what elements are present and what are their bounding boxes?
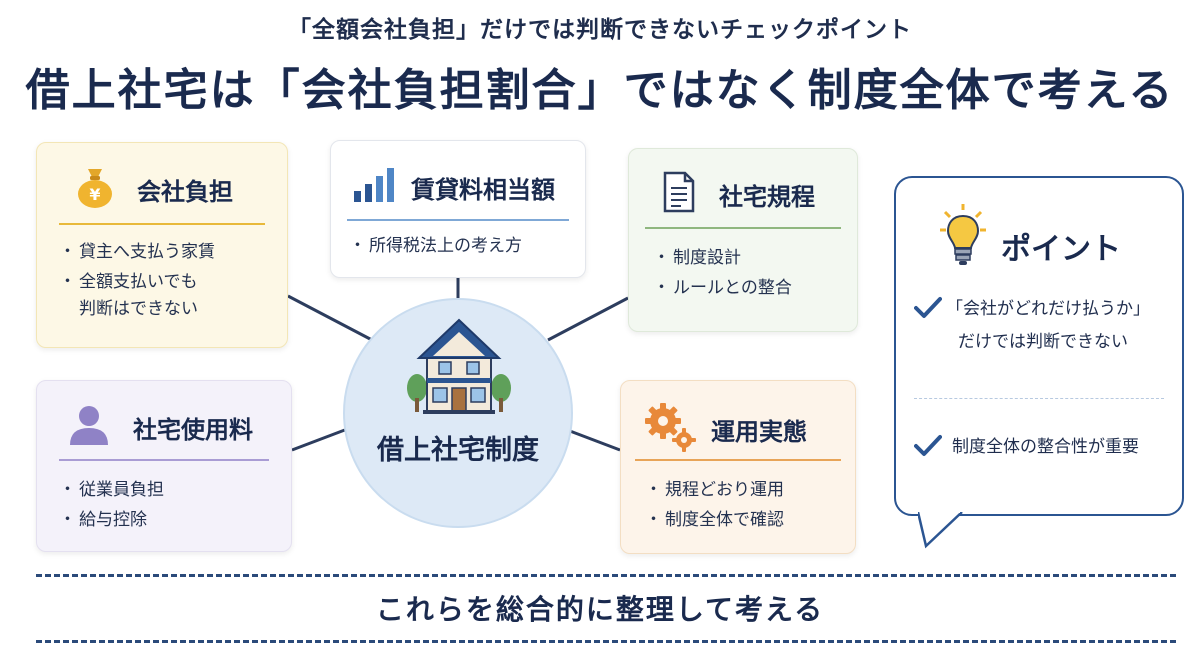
housing-rules-title: 社宅規程 bbox=[719, 182, 815, 211]
list-item: 制度設計 bbox=[653, 245, 792, 272]
callout-tail bbox=[918, 512, 963, 549]
company-burden-title: 会社負担 bbox=[137, 177, 233, 206]
housing-fee-list: 従業員負担 給与控除 bbox=[59, 477, 164, 538]
housing-rules-list: 制度設計 ルールとの整合 bbox=[653, 245, 792, 306]
point-check-1-line2: だけでは判断できない bbox=[958, 332, 1128, 353]
rent-equivalent-card: 賃貸料相当額 所得税法上の考え方 bbox=[330, 140, 586, 278]
list-item: ルールとの整合 bbox=[653, 275, 792, 302]
divider-bottom bbox=[36, 640, 1176, 643]
gears-icon bbox=[643, 401, 697, 457]
rent-equivalent-title: 賃貸料相当額 bbox=[411, 175, 555, 204]
list-item: 制度全体で確認 bbox=[645, 507, 784, 534]
list-item: 所得税法上の考え方 bbox=[349, 233, 522, 260]
subtitle: 「全額会社負担」だけでは判断できないチェックポイント bbox=[288, 17, 912, 43]
list-item: 貸主へ支払う家賃 bbox=[59, 239, 215, 266]
point-divider bbox=[914, 398, 1164, 399]
lightbulb-icon bbox=[940, 204, 986, 270]
list-item: 規程どおり運用 bbox=[645, 477, 784, 504]
center-hub: 借上社宅制度 bbox=[343, 298, 573, 528]
list-item: 従業員負担 bbox=[59, 477, 164, 504]
rent-equivalent-list: 所得税法上の考え方 bbox=[349, 233, 522, 263]
house-icon bbox=[403, 310, 515, 422]
bar-chart-icon bbox=[353, 167, 395, 207]
person-icon bbox=[67, 403, 111, 451]
center-label: 借上社宅制度 bbox=[377, 435, 539, 466]
housing-fee-card: 社宅使用料 従業員負担 給与控除 bbox=[36, 380, 292, 552]
point-check-2-text: 制度全体の整合性が重要 bbox=[952, 437, 1139, 457]
svg-text:¥: ¥ bbox=[89, 185, 100, 204]
document-icon bbox=[663, 171, 695, 217]
point-callout: ポイント 「会社がどれだけ払うか」 だけでは判断できない 制度全体の整合性が重要 bbox=[894, 176, 1184, 549]
bottom-summary: これらを総合的に整理して考える bbox=[375, 593, 825, 626]
point-check-2: 制度全体の整合性が重要 bbox=[914, 434, 1139, 462]
money-bag-icon: ¥ bbox=[75, 165, 115, 213]
page-title: 借上社宅は「会社負担割合」ではなく制度全体で考える bbox=[25, 65, 1175, 116]
operation-title: 運用実態 bbox=[711, 417, 807, 446]
list-item: 給与控除 bbox=[59, 507, 164, 534]
check-icon bbox=[914, 434, 942, 462]
divider-top bbox=[36, 574, 1176, 577]
point-check-1: 「会社がどれだけ払うか」 だけでは判断できない bbox=[914, 296, 1150, 356]
operation-list: 規程どおり運用 制度全体で確認 bbox=[645, 477, 784, 538]
operation-card: 運用実態 規程どおり運用 制度全体で確認 bbox=[620, 380, 856, 554]
housing-rules-card: 社宅規程 制度設計 ルールとの整合 bbox=[628, 148, 858, 332]
housing-fee-title: 社宅使用料 bbox=[133, 415, 253, 444]
check-icon bbox=[914, 296, 942, 356]
point-check-1-line1: 「会社がどれだけ払うか」 bbox=[946, 299, 1150, 319]
point-title: ポイント bbox=[1001, 232, 1121, 267]
